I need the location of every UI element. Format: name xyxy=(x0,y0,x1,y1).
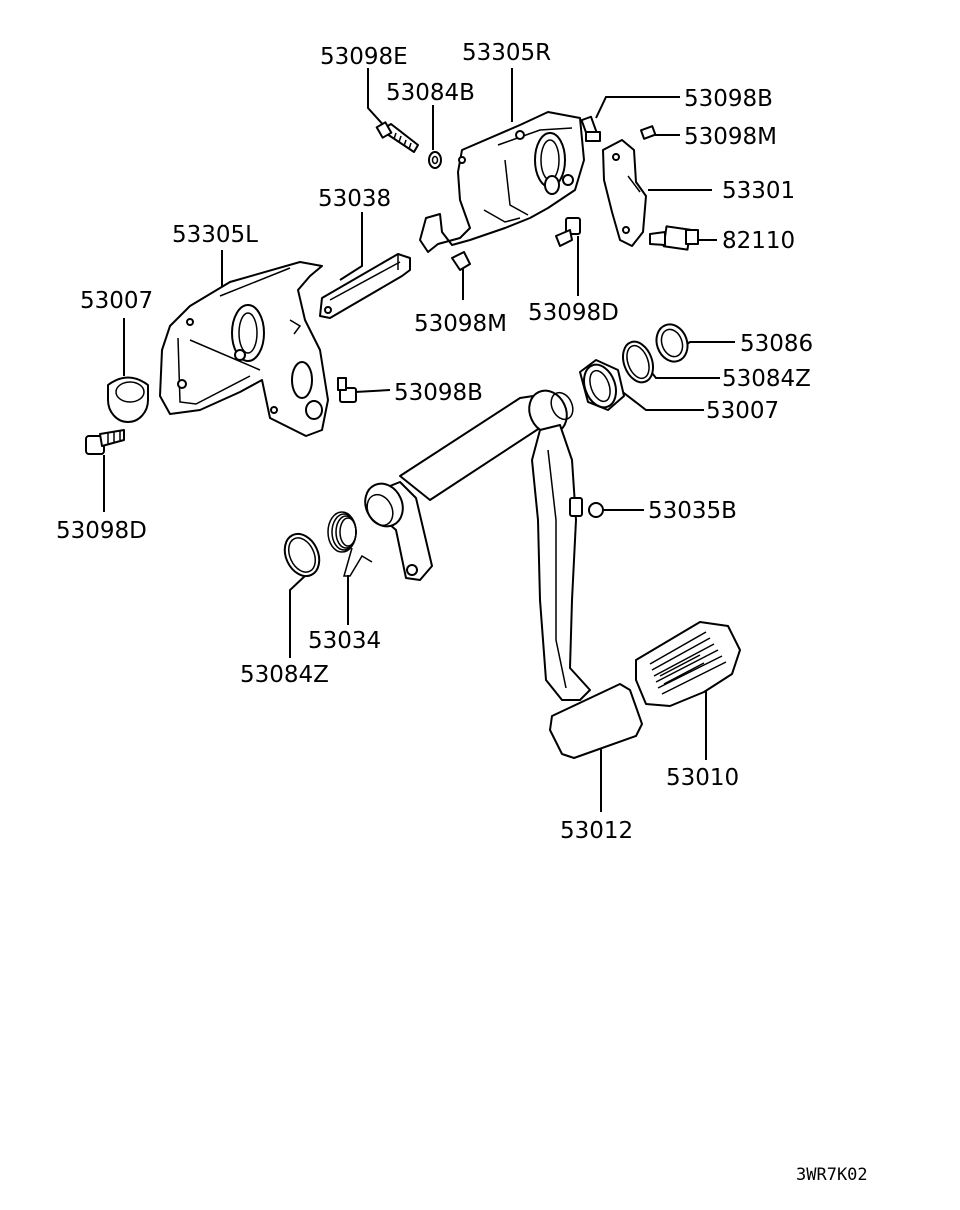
label-53035B: 53035B xyxy=(648,498,737,524)
label-53084B: 53084B xyxy=(386,80,475,106)
label-53012: 53012 xyxy=(560,818,633,844)
label-53098B-top: 53098B xyxy=(684,86,773,112)
label-82110: 82110 xyxy=(722,228,795,254)
pedal-arm-53012 xyxy=(364,389,643,759)
label-53098D-mid: 53098D xyxy=(528,300,619,326)
label-53098B-mid: 53098B xyxy=(394,380,483,406)
label-53007-left: 53007 xyxy=(80,288,153,314)
part-labels: 53098E 53084B 53305R 53098B 53098M 53301… xyxy=(56,40,868,1185)
label-53098M-top: 53098M xyxy=(684,124,777,150)
nut-53098M-mid xyxy=(451,251,471,271)
bracket-left-53305L xyxy=(159,261,329,437)
label-53010: 53010 xyxy=(666,765,739,791)
nut-53098M-top xyxy=(639,125,657,140)
label-53034: 53034 xyxy=(308,628,381,654)
clip-53086 xyxy=(655,323,689,363)
bolt-53098B-top xyxy=(580,115,601,142)
bolt-53098D-mid xyxy=(555,217,581,247)
ring-53084Z-right xyxy=(622,340,654,384)
label-53086: 53086 xyxy=(740,331,813,357)
bracket-53301 xyxy=(602,139,647,247)
label-53084Z-left: 53084Z xyxy=(240,662,329,688)
label-53305R: 53305R xyxy=(462,40,551,66)
leader-lines xyxy=(103,68,735,812)
bolt-53098D-left xyxy=(85,429,125,455)
label-53098D-left: 53098D xyxy=(56,518,147,544)
bracket-right-53305R xyxy=(419,111,585,253)
label-53098E: 53098E xyxy=(320,44,408,70)
pin-53035B xyxy=(588,502,604,518)
bolt-53098E xyxy=(375,121,419,153)
diagram-code: 3WR7K02 xyxy=(796,1165,868,1185)
washer-53084B xyxy=(428,151,442,169)
switch-82110 xyxy=(649,225,699,251)
ring-53084Z-left xyxy=(283,532,321,578)
bushing-53007-right xyxy=(579,359,625,411)
label-53038: 53038 xyxy=(318,186,391,212)
rod-53038 xyxy=(319,253,411,319)
label-53305L: 53305L xyxy=(172,222,258,248)
label-53098M-mid: 53098M xyxy=(414,311,507,337)
label-53301: 53301 xyxy=(722,178,795,204)
label-53007-right: 53007 xyxy=(706,398,779,424)
spring-53034 xyxy=(327,511,373,577)
bolt-53098B-mid xyxy=(337,377,357,403)
label-53084Z-right: 53084Z xyxy=(722,366,811,392)
pedal-pad-53010 xyxy=(635,621,741,707)
bushing-53007-left xyxy=(107,376,149,423)
